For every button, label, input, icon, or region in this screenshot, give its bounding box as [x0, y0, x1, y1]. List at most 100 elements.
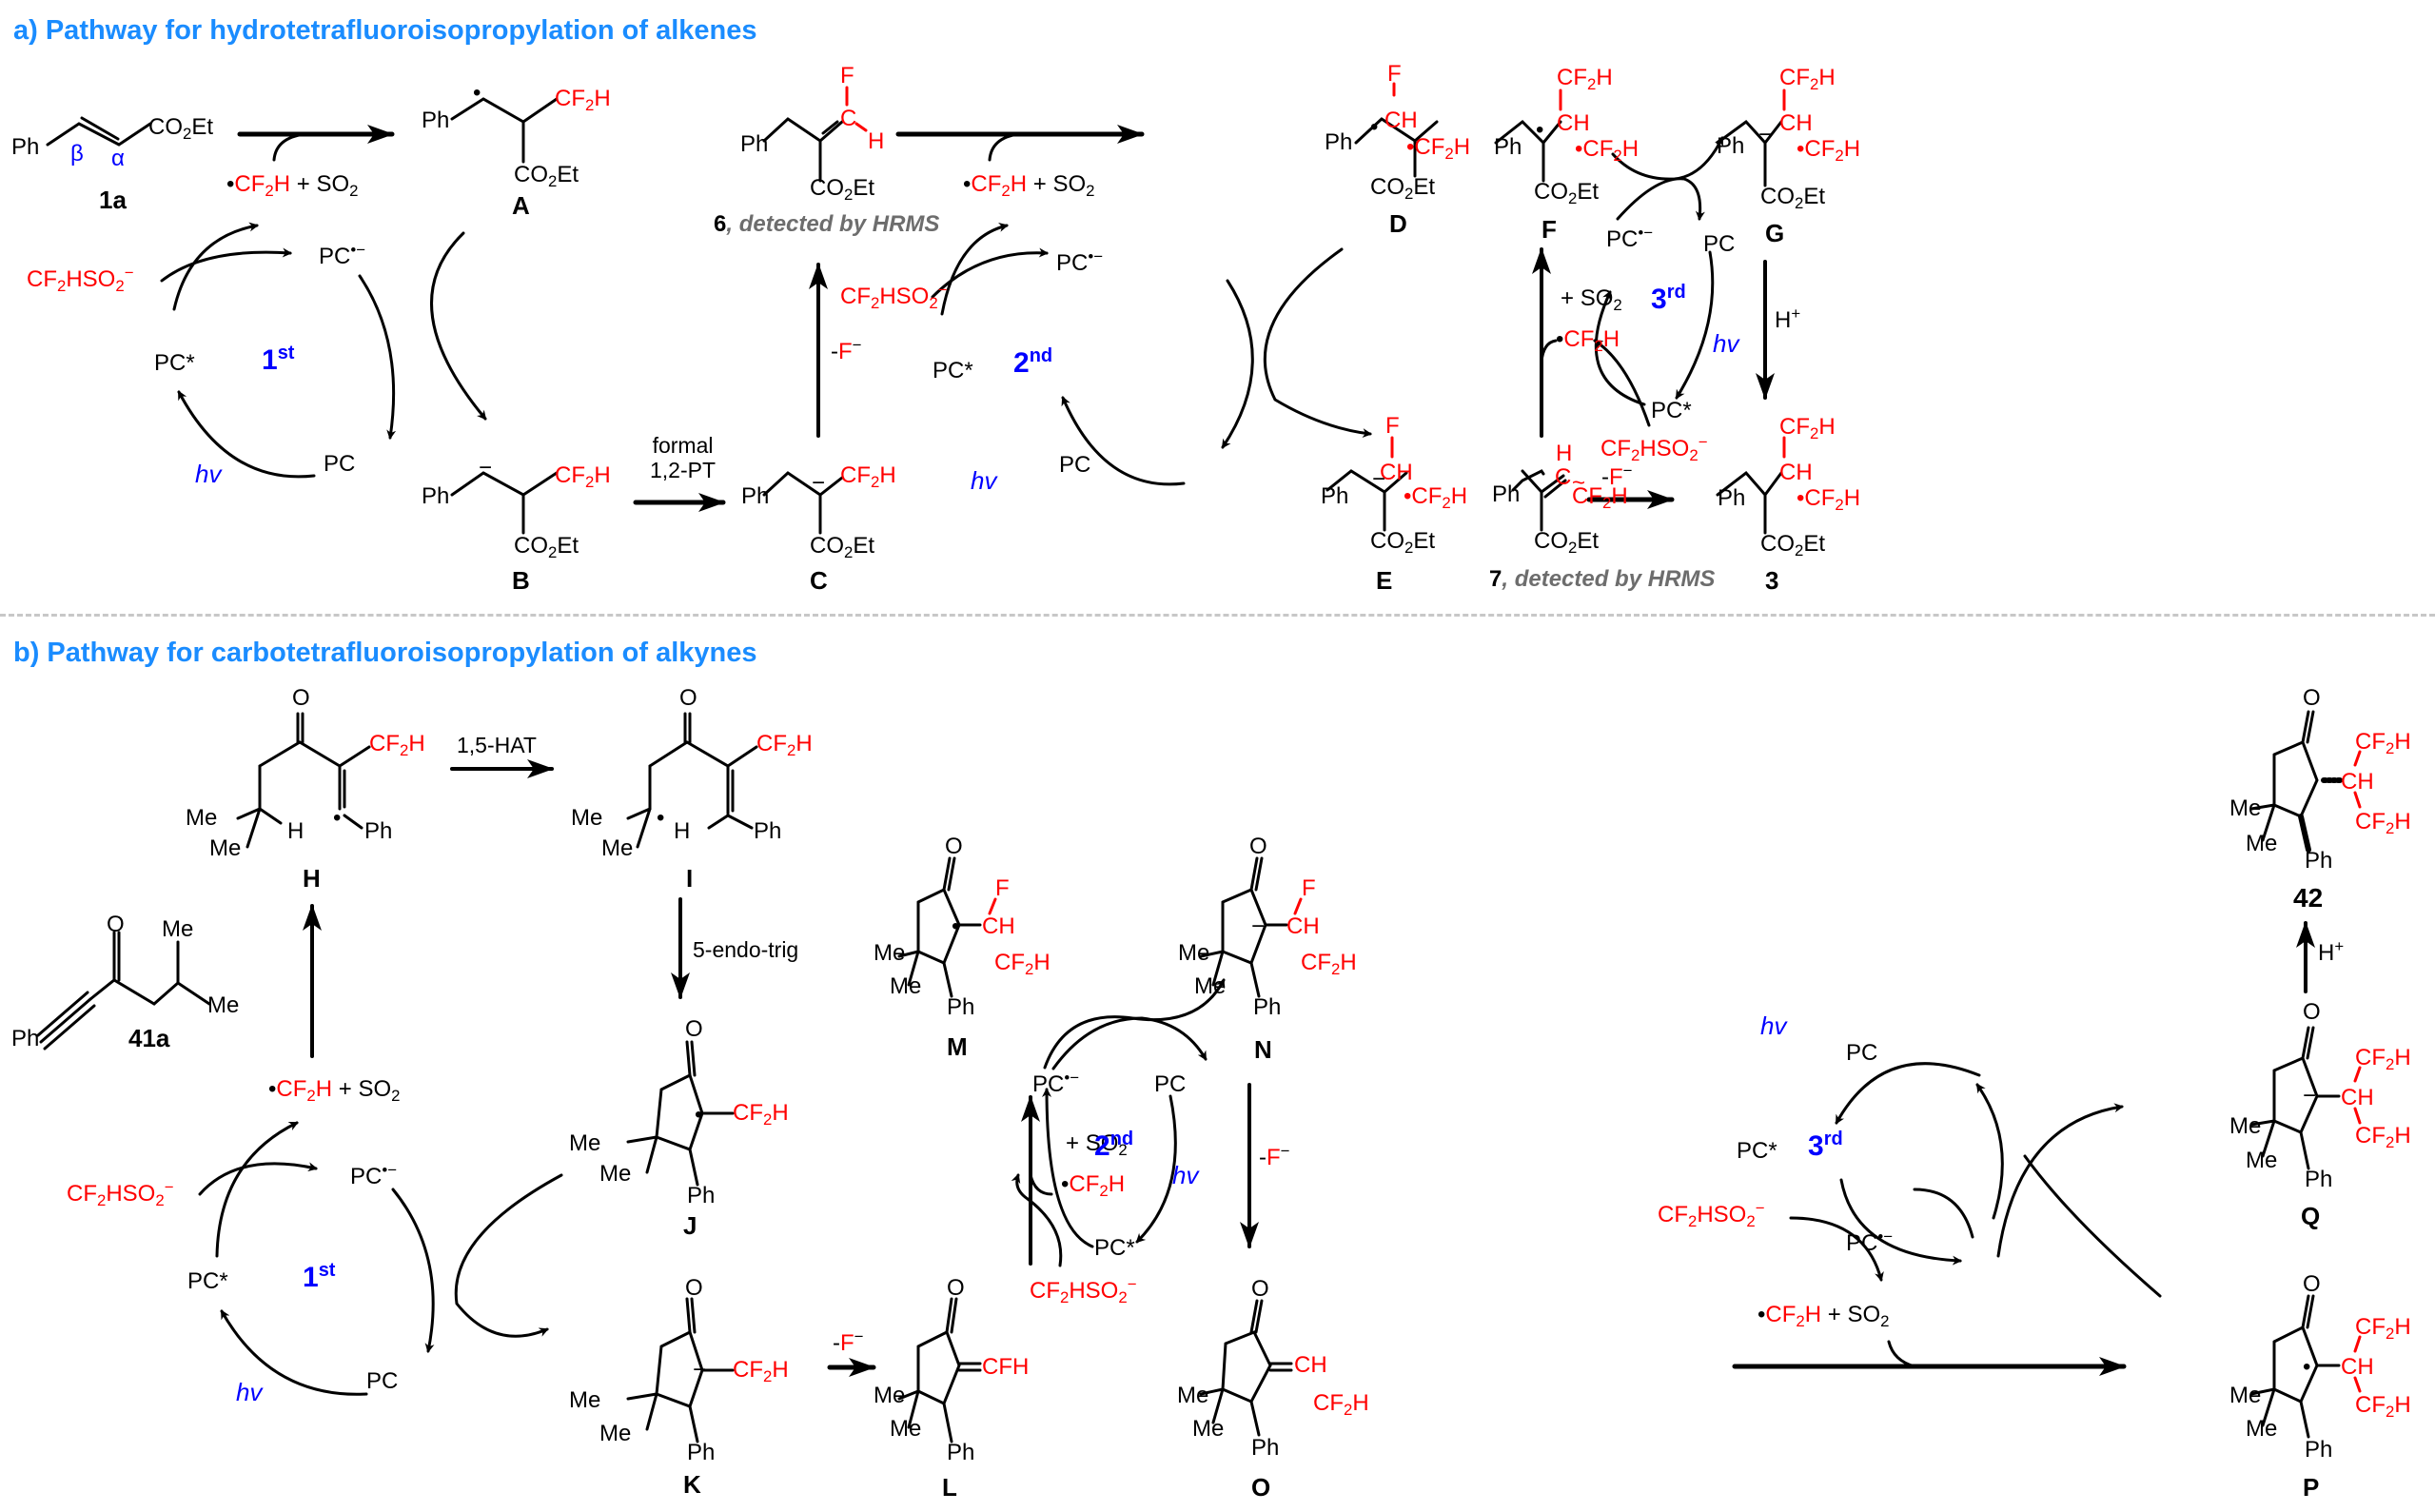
cf2h-label: •CF2H: [1406, 134, 1471, 164]
compound-label-Q: Q: [2301, 1202, 2321, 1230]
compound-label-41a: 41a: [128, 1024, 170, 1052]
compound-label-6: 6, detected by HRMS: [714, 211, 940, 237]
sulfinate-label: CF2HSO2−: [27, 263, 134, 296]
cf2h-label: CF2H: [1557, 65, 1613, 94]
carbon-label: C: [840, 106, 857, 131]
carbanion-charge: −: [812, 470, 826, 496]
pc-radical-anion: PC•−: [350, 1160, 398, 1189]
structure-42: [2249, 710, 2362, 853]
ester-label: CO2Et: [1760, 531, 1826, 560]
protonation-label: H+: [2318, 936, 2345, 966]
structure-E: [1326, 436, 1408, 532]
section-divider: [0, 614, 2435, 617]
ester-label: CO2Et: [810, 175, 875, 205]
cf2h-label: CF2H: [733, 1100, 789, 1129]
methyl-label: Me: [599, 1161, 632, 1187]
ester-label: CO2Et: [810, 533, 875, 562]
structure-B: [450, 471, 559, 535]
methyl-label: Me: [2229, 795, 2262, 821]
pc-excited: PC*: [187, 1268, 228, 1294]
structure-L: [897, 1297, 982, 1443]
carbon-label: C: [1555, 464, 1572, 490]
pc-excited: PC*: [154, 350, 195, 376]
alpha-label: α: [111, 146, 125, 171]
beta-label: β: [70, 141, 84, 167]
ph-label: Ph: [740, 131, 769, 157]
ph-label: Ph: [1253, 994, 1282, 1020]
compound-label-C: C: [810, 566, 828, 595]
ch-label: CH: [1384, 108, 1418, 133]
structure-I: [626, 712, 758, 849]
carbanion-charge: −: [693, 1357, 707, 1383]
hydrogen-label: H: [674, 818, 691, 844]
pc-ground: PC: [324, 451, 356, 477]
compound-label-F: F: [1542, 215, 1557, 244]
sulfinate-label: CF2HSO2−: [1030, 1274, 1137, 1307]
light-hv: hv: [195, 460, 222, 488]
methyl-label: Me: [571, 805, 603, 831]
compound-label-O: O: [1251, 1473, 1271, 1502]
radical-dot: •: [1536, 117, 1544, 143]
compound-label-P: P: [2303, 1473, 2320, 1502]
cf2h-label: CF2H: [2355, 1123, 2411, 1152]
compound-label-K: K: [683, 1470, 701, 1499]
cycle-2-b-label: 2nd: [1094, 1129, 1134, 1162]
cycle-1-a-label: 1st: [262, 343, 295, 376]
methyl-label: Me: [209, 835, 242, 861]
fluoro-label: F: [1387, 61, 1402, 87]
ch-label: CH: [2341, 769, 2374, 795]
ph-label: Ph: [1321, 483, 1349, 509]
pc-excited: PC*: [1094, 1235, 1135, 1261]
light-hv: hv: [971, 466, 997, 495]
condition-hat: 1,5-HAT: [457, 733, 537, 757]
fluoride-loss: -F−: [831, 335, 862, 364]
wavy-bond: ~: [1572, 470, 1586, 496]
radical-addition-hook: [272, 132, 306, 162]
methyl-label: Me: [2246, 1416, 2278, 1442]
methyl-label: Me: [890, 1416, 922, 1442]
cf2h-radical-so2: •CF2H + SO2: [963, 171, 1095, 201]
cf2h-label: CF2H: [369, 731, 425, 760]
protonation-label: H+: [1775, 304, 1801, 333]
structure-G: [1716, 88, 1786, 187]
structure-M: [897, 856, 997, 998]
ph-label: Ph: [422, 483, 450, 509]
ph-label: Ph: [687, 1183, 716, 1208]
ch-label: CH: [1380, 460, 1413, 485]
radical-dot: •: [952, 913, 960, 939]
structure-N: [1199, 856, 1303, 998]
hydrogen-label: H: [1556, 441, 1573, 466]
cf2h-radical-so2: •CF2H + SO2: [1758, 1302, 1890, 1331]
oxygen-label: O: [679, 685, 697, 711]
methyl-label: Me: [601, 835, 634, 861]
compound-label-3: 3: [1765, 566, 1779, 595]
radical-dot: •: [657, 805, 665, 831]
structure-A: [450, 97, 559, 164]
methyl-label: Me: [1178, 940, 1210, 966]
cf2h-label: CF2H: [2355, 1314, 2411, 1344]
hydrogen-label: H: [868, 128, 885, 154]
cf2h-label: •CF2H: [1797, 136, 1861, 166]
ph-label: Ph: [2305, 848, 2333, 874]
cf2h-label: CF2H: [994, 950, 1051, 979]
compound-label-D: D: [1389, 209, 1407, 238]
ph-label: Ph: [1492, 481, 1521, 507]
cf2h-radical: •CF2H: [1061, 1171, 1126, 1201]
cf2h-label: CF2H: [1313, 1390, 1369, 1420]
sulfinate-label: CF2HSO2−: [1600, 432, 1708, 465]
ph-label: Ph: [741, 483, 770, 509]
light-hv: hv: [1713, 329, 1739, 358]
compound-label-J: J: [683, 1211, 697, 1240]
ph-label: Ph: [754, 818, 782, 844]
compound-label-7: 7, detected by HRMS: [1489, 566, 1716, 592]
cf2h-label: CF2H: [2355, 1392, 2411, 1422]
oxygen-label: O: [947, 1275, 965, 1301]
radical-dot: •: [1370, 114, 1379, 140]
cycle-3-b-label: 3rd: [1808, 1129, 1843, 1162]
pc-radical-anion: PC•−: [1032, 1068, 1080, 1097]
structure-Q: [2249, 1026, 2362, 1170]
cf2h-radical-so2: •CF2H + SO2: [268, 1076, 401, 1106]
cycle-2-b-arcs: [1011, 978, 1226, 1267]
ph-label: Ph: [947, 994, 975, 1020]
